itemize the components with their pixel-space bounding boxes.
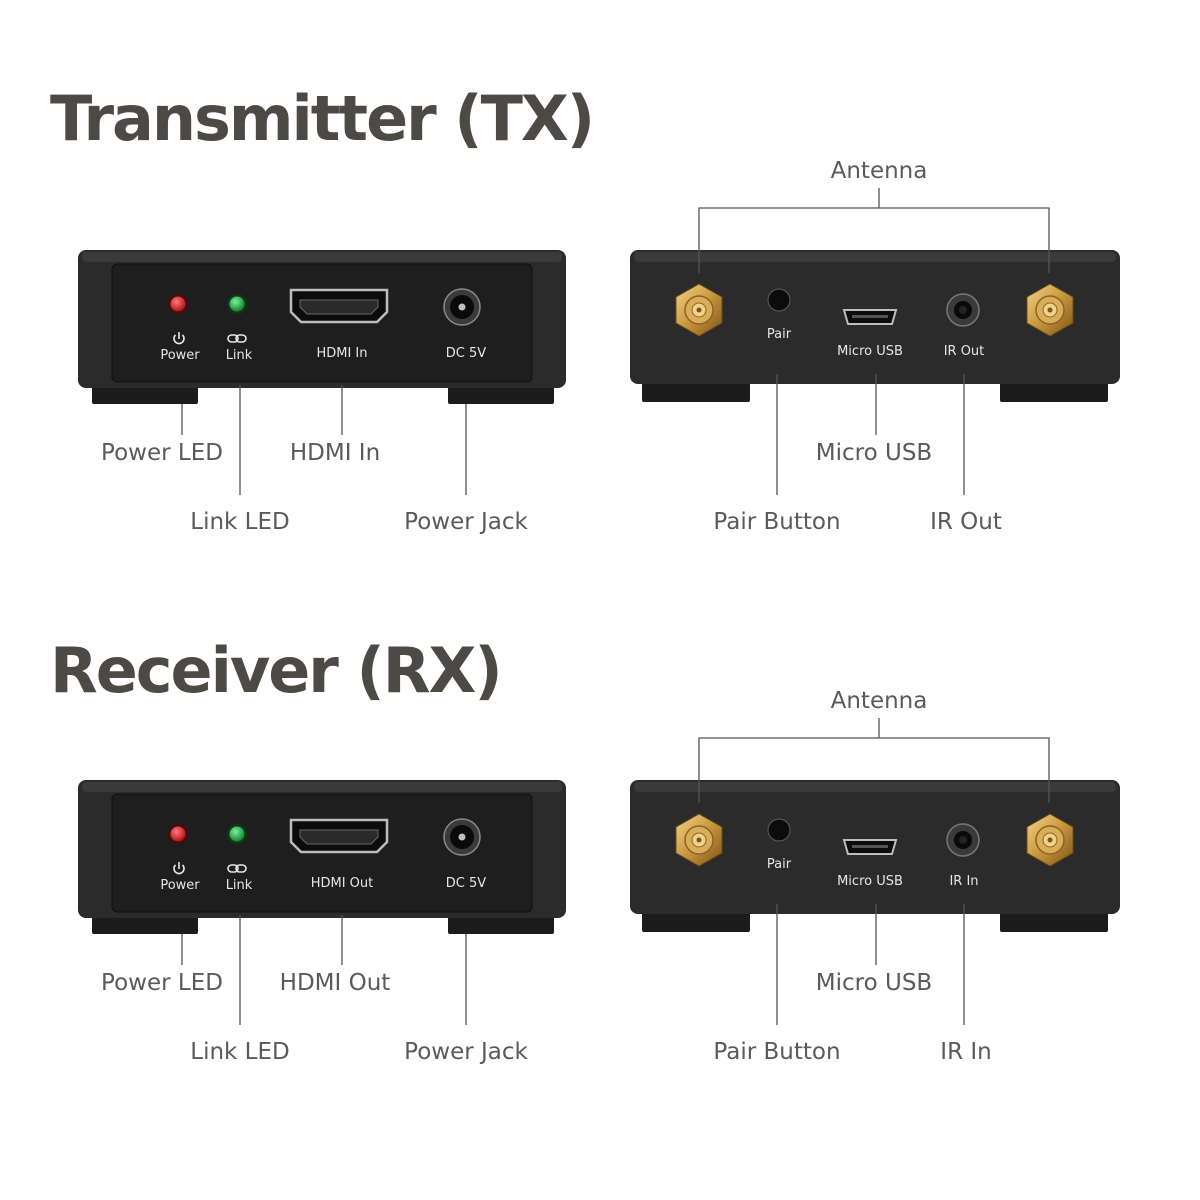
dc-jack-icon — [443, 818, 481, 856]
ir-callout: IR In — [940, 1039, 991, 1065]
hdmi-port-icon — [289, 818, 389, 854]
link-icon — [227, 334, 247, 343]
power-jack-callout: Power Jack — [404, 1039, 528, 1065]
pair-button[interactable] — [767, 818, 791, 842]
pair-panel-label: Pair — [767, 327, 792, 342]
link-icon — [227, 864, 247, 873]
antenna-connector-icon-left — [675, 813, 723, 867]
power-panel-label: Power — [160, 878, 200, 893]
power-icon — [173, 862, 185, 875]
ir-callout: IR Out — [930, 509, 1002, 535]
micro-usb-port-icon — [842, 839, 898, 855]
pair-button-callout: Pair Button — [713, 1039, 840, 1065]
antenna-connector-icon-left — [675, 283, 723, 337]
antenna-callout: Antenna — [831, 688, 928, 714]
link-panel-label: Link — [226, 878, 253, 893]
front-top-edge — [82, 252, 562, 262]
hdmi-panel-label: HDMI Out — [311, 876, 374, 891]
hdmi-panel-label: HDMI In — [316, 346, 367, 361]
power-led — [170, 826, 186, 842]
pair-button[interactable] — [767, 288, 791, 312]
hdmi-callout: HDMI Out — [280, 970, 391, 996]
transmitter-title: Transmitter (TX) — [50, 82, 595, 155]
hdmi-port-icon — [289, 288, 389, 324]
power-panel-label: Power — [160, 348, 200, 363]
front-device: Power Link HDMI In DC 5V — [78, 250, 566, 404]
receiver-title: Receiver (RX) — [50, 634, 503, 707]
hdmi-callout: HDMI In — [290, 440, 380, 466]
power-led-callout: Power LED — [101, 970, 223, 996]
audio-jack-icon — [946, 823, 980, 857]
link-led — [229, 826, 245, 842]
pair-button-callout: Pair Button — [713, 509, 840, 535]
pair-panel-label: Pair — [767, 857, 792, 872]
back-top-edge — [634, 782, 1116, 792]
power-led — [170, 296, 186, 312]
antenna-connector-icon-right — [1026, 283, 1074, 337]
micro-usb-callout: Micro USB — [816, 970, 932, 996]
antenna-callout: Antenna — [831, 158, 928, 184]
front-top-edge — [82, 782, 562, 792]
ir-panel-label: IR Out — [944, 344, 985, 359]
front-device: Power Link HDMI Out DC 5V — [78, 780, 566, 934]
power-jack-callout: Power Jack — [404, 509, 528, 535]
dc-panel-label: DC 5V — [446, 346, 486, 361]
power-led-callout: Power LED — [101, 440, 223, 466]
dc-panel-label: DC 5V — [446, 876, 486, 891]
antenna-bracket — [698, 188, 1050, 273]
link-led-callout: Link LED — [190, 509, 289, 535]
ir-panel-label: IR In — [949, 874, 978, 889]
dc-jack-icon — [443, 288, 481, 326]
antenna-connector-icon-right — [1026, 813, 1074, 867]
micro-usb-callout: Micro USB — [816, 440, 932, 466]
micro-usb-port-icon — [842, 309, 898, 325]
back-top-edge — [634, 252, 1116, 262]
link-led-callout: Link LED — [190, 1039, 289, 1065]
antenna-bracket — [698, 718, 1050, 803]
usb-panel-label: Micro USB — [837, 874, 903, 889]
power-icon — [173, 332, 185, 345]
audio-jack-icon — [946, 293, 980, 327]
link-led — [229, 296, 245, 312]
usb-panel-label: Micro USB — [837, 344, 903, 359]
link-panel-label: Link — [226, 348, 253, 363]
